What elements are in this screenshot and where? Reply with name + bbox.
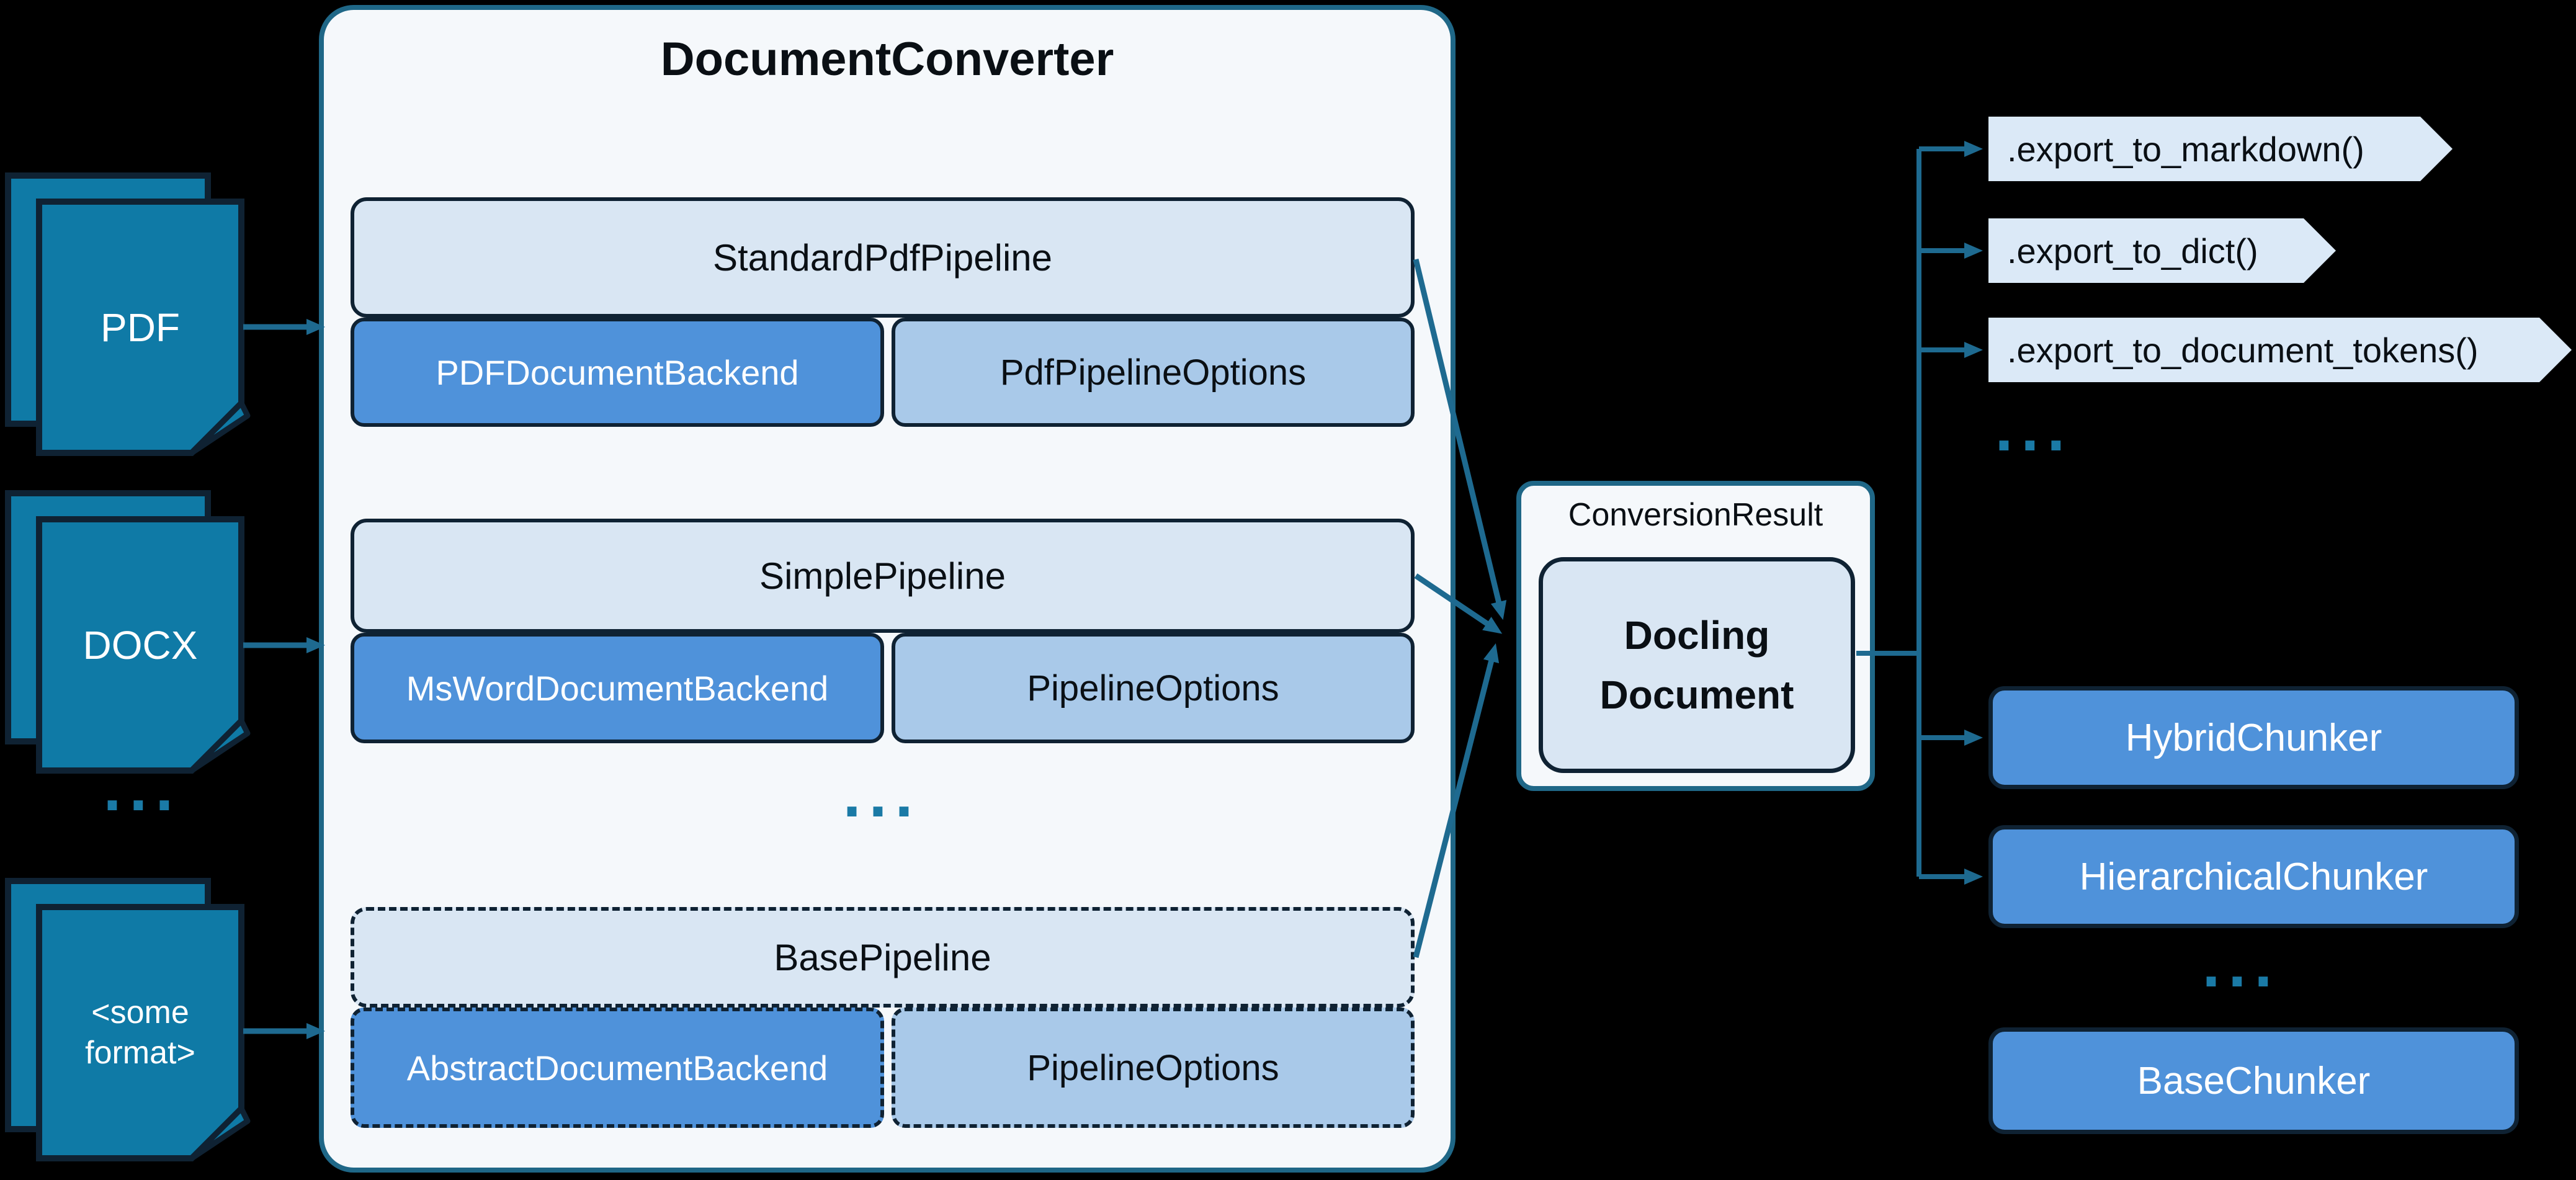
docling-document-line1: Docling: [1624, 613, 1770, 658]
ms-word-document-backend-box: MsWordDocumentBackend: [351, 633, 884, 743]
some-format-line2: format>: [85, 1034, 195, 1071]
some-format-label: <some format>: [39, 907, 241, 1158]
simple-pipeline-box: SimplePipeline: [351, 519, 1415, 633]
docling-document-line2: Document: [1599, 673, 1794, 717]
docling-document-box: Docling Document: [1539, 557, 1855, 773]
document-stack-icon: [5, 878, 251, 1161]
document-stack-icon: [5, 490, 251, 774]
pipeline-options-box: PipelineOptions: [892, 633, 1415, 743]
docx-label: DOCX: [83, 622, 198, 668]
folded-corner-icon: [189, 718, 251, 774]
chunkers-ellipsis: ...: [2201, 938, 2279, 999]
exports-ellipsis: ...: [1994, 402, 2072, 463]
base-chunker-box: BaseChunker: [1988, 1027, 2519, 1134]
input-ellipsis: ...: [102, 762, 181, 823]
export-to-markdown-chevron: .export_to_markdown(): [1988, 117, 2453, 181]
pdf-label: PDF: [101, 305, 180, 350]
folded-corner-icon: [189, 400, 251, 456]
standard-pdf-pipeline-box: StandardPdfPipeline: [351, 197, 1415, 318]
hybrid-chunker-box: HybridChunker: [1988, 686, 2519, 789]
export-to-document-tokens-chevron: .export_to_document_tokens(): [1988, 318, 2572, 382]
document-stack-icon: [5, 172, 251, 456]
document-converter-title: DocumentConverter: [660, 33, 1114, 86]
pdf-document-backend-box: PDFDocumentBackend: [351, 318, 884, 427]
docx-document-stack: DOCX: [5, 490, 253, 788]
base-pipeline-box: BasePipeline: [351, 907, 1415, 1008]
abstract-document-backend-box: AbstractDocumentBackend: [351, 1008, 884, 1128]
some-format-document-stack: <some format>: [5, 878, 253, 1176]
pdf-pipeline-options-box: PdfPipelineOptions: [892, 318, 1415, 427]
pipeline-ellipsis: ...: [842, 768, 920, 829]
export-to-dict-chevron: .export_to_dict(): [1988, 218, 2336, 283]
base-pipeline-options-box: PipelineOptions: [892, 1008, 1415, 1128]
conversion-result-label: ConversionResult: [1568, 497, 1823, 533]
pdf-document-stack: PDF: [5, 172, 253, 470]
folded-corner-icon: [189, 1106, 251, 1161]
some-format-line1: <some: [91, 994, 189, 1030]
hierarchical-chunker-box: HierarchicalChunker: [1988, 825, 2519, 928]
